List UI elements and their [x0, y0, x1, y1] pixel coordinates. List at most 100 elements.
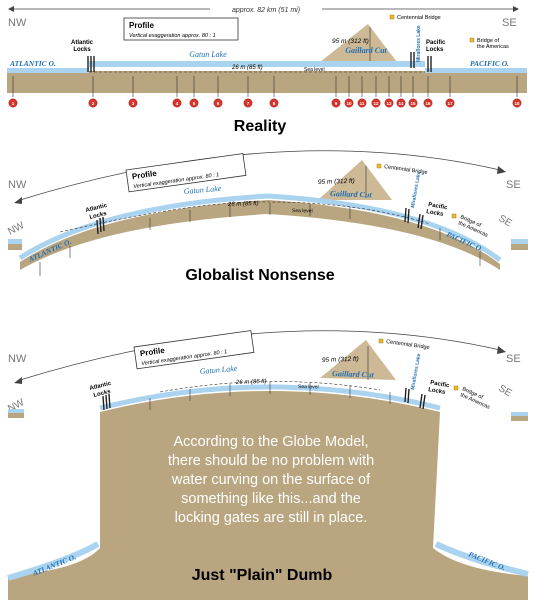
- profile-box: [125, 153, 247, 193]
- arrow-left-icon: [14, 377, 22, 384]
- distance-arc: [19, 150, 501, 201]
- marker-circle: [357, 98, 367, 108]
- centennial-label: Centennial Bridge: [397, 15, 441, 21]
- sea-level-label: Sea level: [304, 67, 325, 73]
- miraflores-label: Miraflores Lake: [416, 25, 422, 62]
- profile-box: [133, 330, 255, 370]
- profile-subtitle: Vertical exaggeration approx. 80 : 1: [129, 33, 216, 39]
- marker-number: 6: [217, 101, 220, 106]
- marker-number: 4: [176, 101, 179, 106]
- atlantic-ocean-label: ATLANTIC O.: [9, 59, 56, 68]
- bridge-marker-icon: [389, 14, 395, 20]
- gatun-lake-label: Gatun Lake: [189, 50, 227, 59]
- marker-circle: [189, 98, 199, 108]
- gaillard-cut-label: Gaillard Cut: [345, 46, 387, 55]
- height-95-label: 95 m (312 ft): [318, 178, 355, 186]
- ground-edge-left: [8, 244, 22, 250]
- gaillard-cut-label: Gaillard Cut: [330, 189, 373, 199]
- se-label-tilted: SE: [497, 213, 514, 229]
- sea-level-label: Sea level: [298, 384, 319, 390]
- americas-label: the Americas: [477, 44, 509, 50]
- water-edge-right: [511, 239, 528, 244]
- marker-circle: [269, 98, 279, 108]
- sea-level-line: [159, 381, 381, 393]
- hill: [318, 160, 392, 200]
- miraflores-label: Miraflores Lake: [410, 353, 422, 390]
- marker-circle: [396, 98, 406, 108]
- water-edge-left: [8, 409, 24, 413]
- height-26-label: 26 m (85 ft): [235, 379, 267, 386]
- height-95-label: 95 m (312 ft): [322, 356, 359, 364]
- profile-title: Profile: [129, 21, 154, 30]
- nw-label: NW: [8, 179, 27, 191]
- arrow-right-icon: [497, 346, 506, 354]
- overlay-text-line: something like this...and the: [181, 491, 361, 507]
- height-26-label: 26 m (85 ft): [231, 65, 263, 71]
- pacific-locks-label: Pacific: [426, 40, 446, 46]
- marker-circle: [423, 98, 433, 108]
- arrow-right-icon: [513, 6, 519, 12]
- arrow-right-icon: [497, 166, 506, 174]
- gatun-lake-label: Gatun Lake: [183, 184, 222, 196]
- distance-arc: [19, 330, 501, 381]
- overlay-text-line: water curving on the surface of: [171, 472, 371, 488]
- se-label: SE: [502, 17, 517, 29]
- atlantic-locks-label: Atlantic: [85, 203, 108, 214]
- marker-number: 13: [386, 101, 392, 106]
- caption-globalist: Globalist Nonsense: [185, 267, 334, 284]
- water-edge-left: [8, 239, 22, 244]
- marker-number: 3: [132, 101, 135, 106]
- marker-circle: [512, 98, 522, 108]
- marker-number: 16: [425, 101, 431, 106]
- bridge-marker-icon: [376, 163, 382, 169]
- pacific-locks-label: Locks: [426, 209, 445, 218]
- bridge-marker-icon: [469, 37, 475, 43]
- pacific-locks-label: Locks: [428, 387, 447, 396]
- marker-circle: [88, 98, 98, 108]
- bridge-marker-icon: [378, 338, 384, 344]
- marker-number: 9: [335, 101, 338, 106]
- profile-box: [123, 17, 239, 41]
- miraflores-label: Miraflores Lake: [410, 171, 422, 208]
- caption-plain-dumb: Just "Plain" Dumb: [192, 567, 333, 584]
- ground-block: [8, 391, 528, 600]
- overlay-text-line: According to the Globe Model,: [173, 434, 368, 450]
- ground-edge-right: [511, 416, 528, 421]
- bridge-marker-icon: [453, 385, 459, 391]
- marker-circle: [213, 98, 223, 108]
- marker-number: 5: [193, 101, 196, 106]
- marker-number: 17: [447, 101, 453, 106]
- atlantic-locks-label: Atlantic: [89, 381, 112, 392]
- water-pacific: [434, 541, 529, 577]
- water-curved: [18, 193, 502, 262]
- ground-edge-right: [511, 244, 528, 250]
- nw-label-tilted: NW: [6, 220, 26, 238]
- nw-label: NW: [8, 353, 27, 365]
- curved-markers: [39, 203, 481, 276]
- se-label: SE: [506, 353, 521, 365]
- americas-label: Bridge of: [477, 38, 499, 44]
- curved-markers: [149, 382, 391, 410]
- distance-label-bg: [210, 4, 322, 14]
- gaillard-cut-label: Gaillard Cut: [332, 369, 375, 379]
- sea-level-label: Sea level: [292, 208, 313, 214]
- pacific-locks-label: Pacific: [430, 380, 451, 389]
- marker-number: 10: [346, 101, 352, 106]
- panel-globalist-nonsense: NW NW SE SE Profile Vertical exaggeratio…: [6, 150, 528, 284]
- pacific-lock-gates: [410, 52, 432, 72]
- marker-number: 18: [514, 101, 520, 106]
- marker-number: 15: [410, 101, 416, 106]
- water-atlantic: [7, 68, 89, 73]
- arrow-left-icon: [8, 6, 14, 12]
- se-label-tilted: SE: [497, 383, 514, 399]
- water-atlantic: [7, 541, 100, 581]
- overlay-text-line: locking gates are still in place.: [175, 510, 368, 526]
- water-gatun: [89, 61, 425, 67]
- se-label: SE: [506, 179, 521, 191]
- arrow-left-icon: [14, 197, 22, 204]
- ground-curved: [20, 200, 500, 270]
- pacific-locks-label: Locks: [426, 47, 444, 53]
- gatun-lake-label: Gatun Lake: [199, 364, 238, 376]
